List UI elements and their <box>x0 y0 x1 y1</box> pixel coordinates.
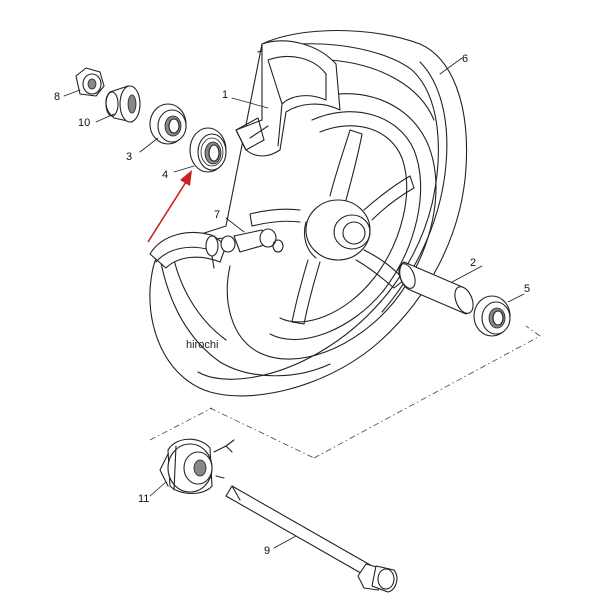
callout-5: 5 <box>524 283 530 295</box>
callout-1: 1 <box>222 89 228 101</box>
callout-3: 3 <box>126 151 132 163</box>
callout-8: 8 <box>54 91 60 103</box>
part-11-gear-unit <box>159 438 235 495</box>
callout-6: 6 <box>462 53 468 65</box>
watermark-text: hirochi <box>186 339 218 351</box>
callout-11: 11 <box>138 493 149 505</box>
callout-10: 10 <box>78 117 90 129</box>
callout-9: 9 <box>264 545 270 557</box>
part-8-nut <box>75 67 105 97</box>
part-2-collar <box>398 261 474 315</box>
callout-2: 2 <box>470 257 476 269</box>
part-10-collar <box>105 85 141 123</box>
part-3-seal <box>149 103 187 145</box>
part-4-bearing <box>189 127 227 173</box>
highlight-arrow <box>147 170 192 243</box>
part-7-valve <box>205 228 284 269</box>
callout-4: 4 <box>162 169 168 181</box>
callout-7: 7 <box>214 209 220 221</box>
part-5-bearing <box>473 295 511 337</box>
part-9-axle <box>225 485 398 593</box>
